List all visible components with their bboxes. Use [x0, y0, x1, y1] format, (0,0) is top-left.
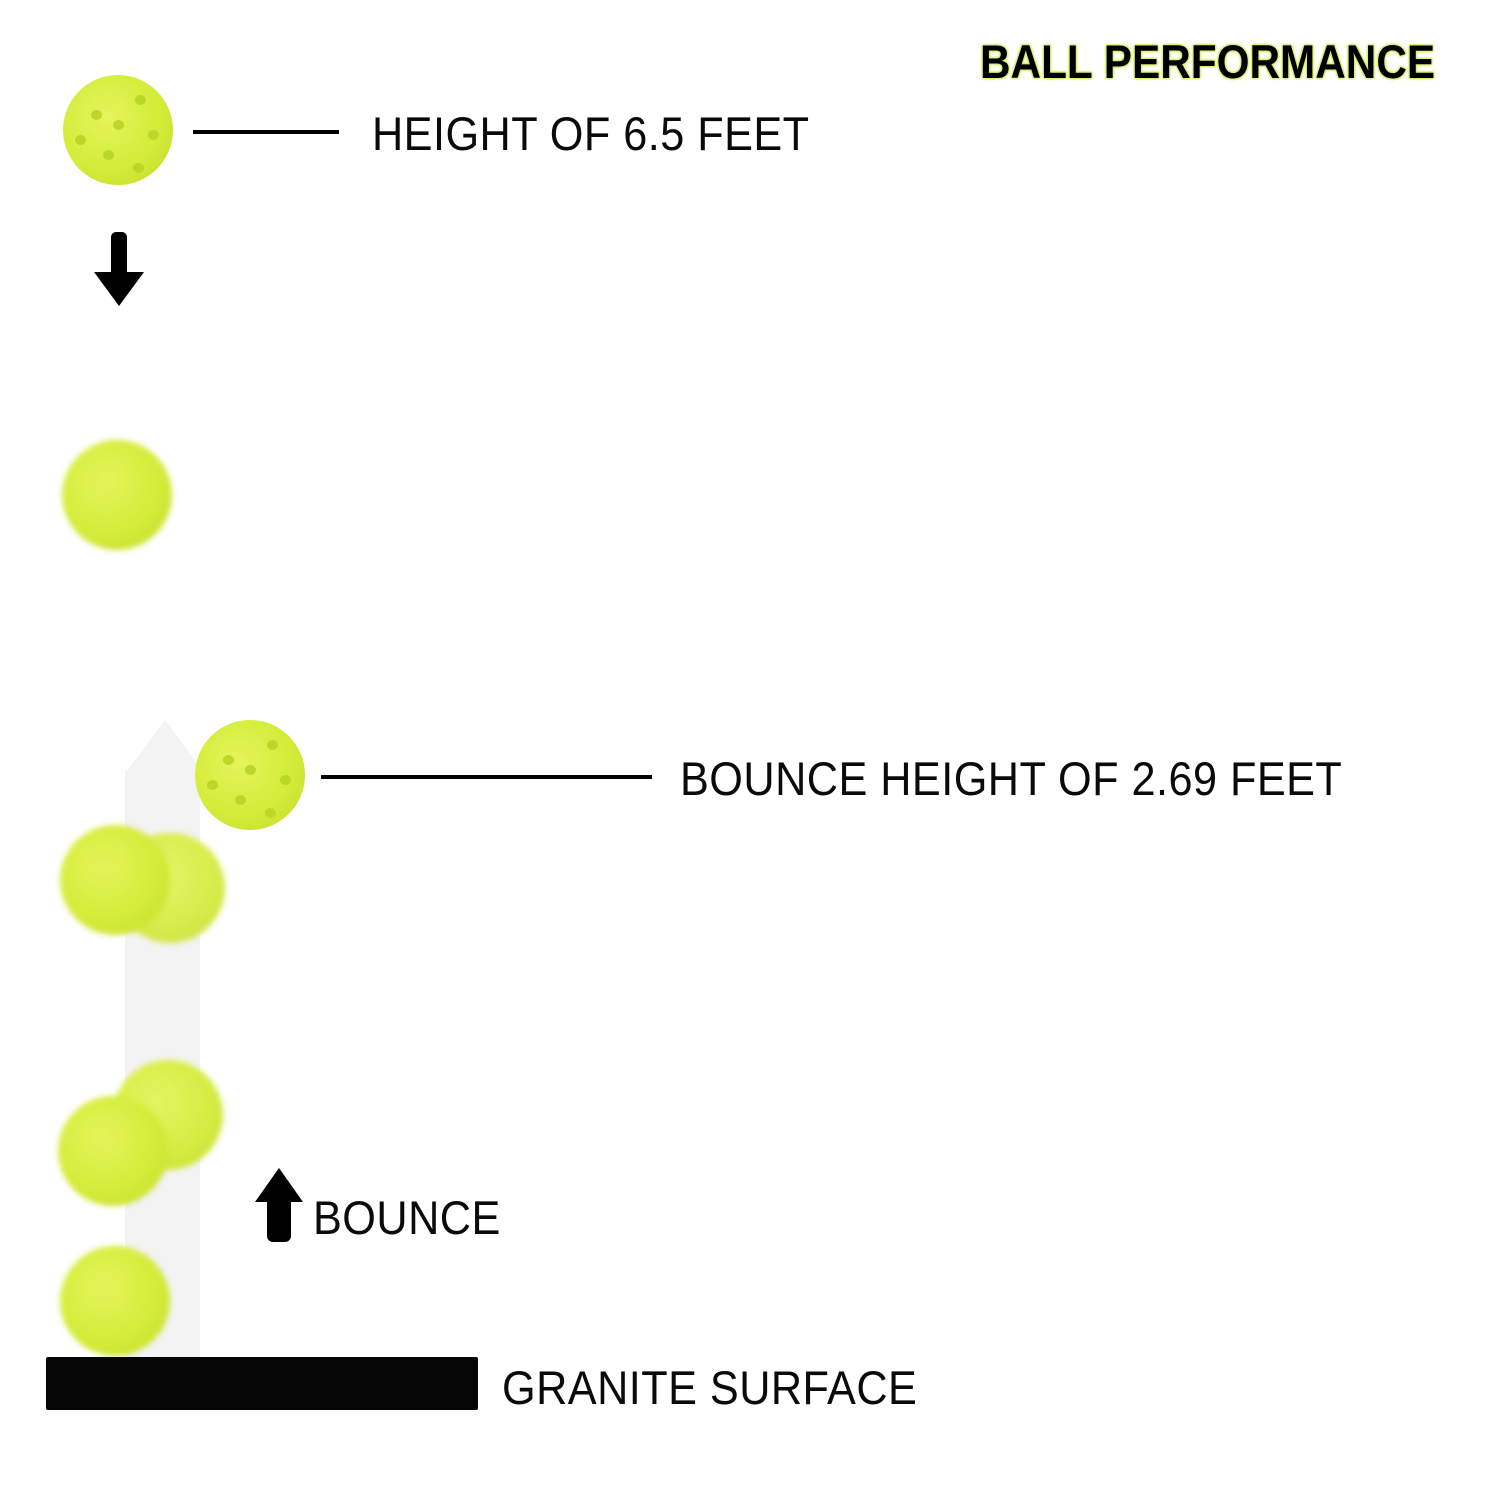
surface-label: GRANITE SURFACE — [502, 1361, 918, 1414]
ball-impact — [60, 1246, 170, 1356]
ball-falling — [62, 440, 172, 550]
arrow-up-icon — [255, 1168, 303, 1242]
drop-height-line — [193, 130, 339, 134]
arrow-down-icon — [94, 232, 144, 306]
granite-surface-bar — [46, 1357, 478, 1410]
ball-drop-start — [63, 75, 173, 185]
bounce-height-label: BOUNCE HEIGHT OF 2.69 FEET — [680, 752, 1343, 805]
bounce-height-line — [321, 775, 652, 779]
bounce-label: BOUNCE — [313, 1191, 501, 1244]
diagram-title: BALL PERFORMANCE — [980, 35, 1436, 88]
ball-falling — [58, 1096, 168, 1206]
drop-height-label: HEIGHT OF 6.5 FEET — [372, 107, 810, 160]
bounce-path-arrowhead — [128, 720, 202, 770]
ball-bounce-peak — [195, 720, 305, 830]
ball-falling — [60, 825, 170, 935]
